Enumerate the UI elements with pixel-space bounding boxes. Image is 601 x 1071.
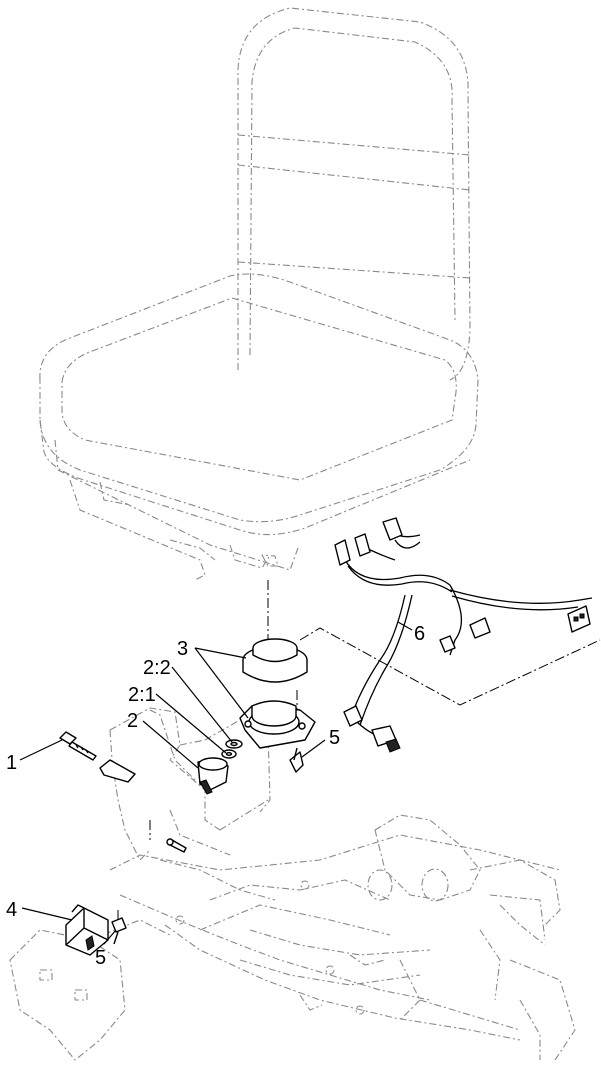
seat-switch-cover bbox=[242, 638, 308, 683]
callout-2: 2 bbox=[127, 710, 138, 732]
callout-2-2: 2:2 bbox=[143, 657, 171, 679]
callout-2-1: 2:1 bbox=[128, 684, 156, 706]
callout-5-upper: 5 bbox=[329, 727, 340, 749]
callout-1: 1 bbox=[6, 752, 17, 774]
callout-3: 3 bbox=[177, 638, 188, 660]
screw-5-lower bbox=[111, 917, 127, 945]
callout-5-lower: 5 bbox=[95, 947, 106, 969]
leader-lines bbox=[19, 621, 413, 945]
wire-harness bbox=[334, 517, 593, 753]
interlock-switch bbox=[197, 757, 229, 795]
callout-4: 4 bbox=[6, 899, 17, 921]
bolt-1 bbox=[59, 731, 97, 761]
harness-route-line bbox=[299, 627, 601, 706]
callout-labels: 1 2 2:1 2:2 3 5 6 4 5 bbox=[6, 623, 425, 969]
seat-switch bbox=[239, 700, 316, 749]
seat-phantom bbox=[39, 7, 479, 581]
center-lines bbox=[117, 580, 298, 930]
frame-phantom bbox=[9, 707, 576, 1061]
mount-bracket bbox=[99, 759, 187, 853]
callout-6: 6 bbox=[414, 623, 425, 645]
screw-5-upper bbox=[289, 747, 304, 773]
washer-2-2 bbox=[225, 739, 243, 749]
module-4 bbox=[65, 904, 109, 956]
